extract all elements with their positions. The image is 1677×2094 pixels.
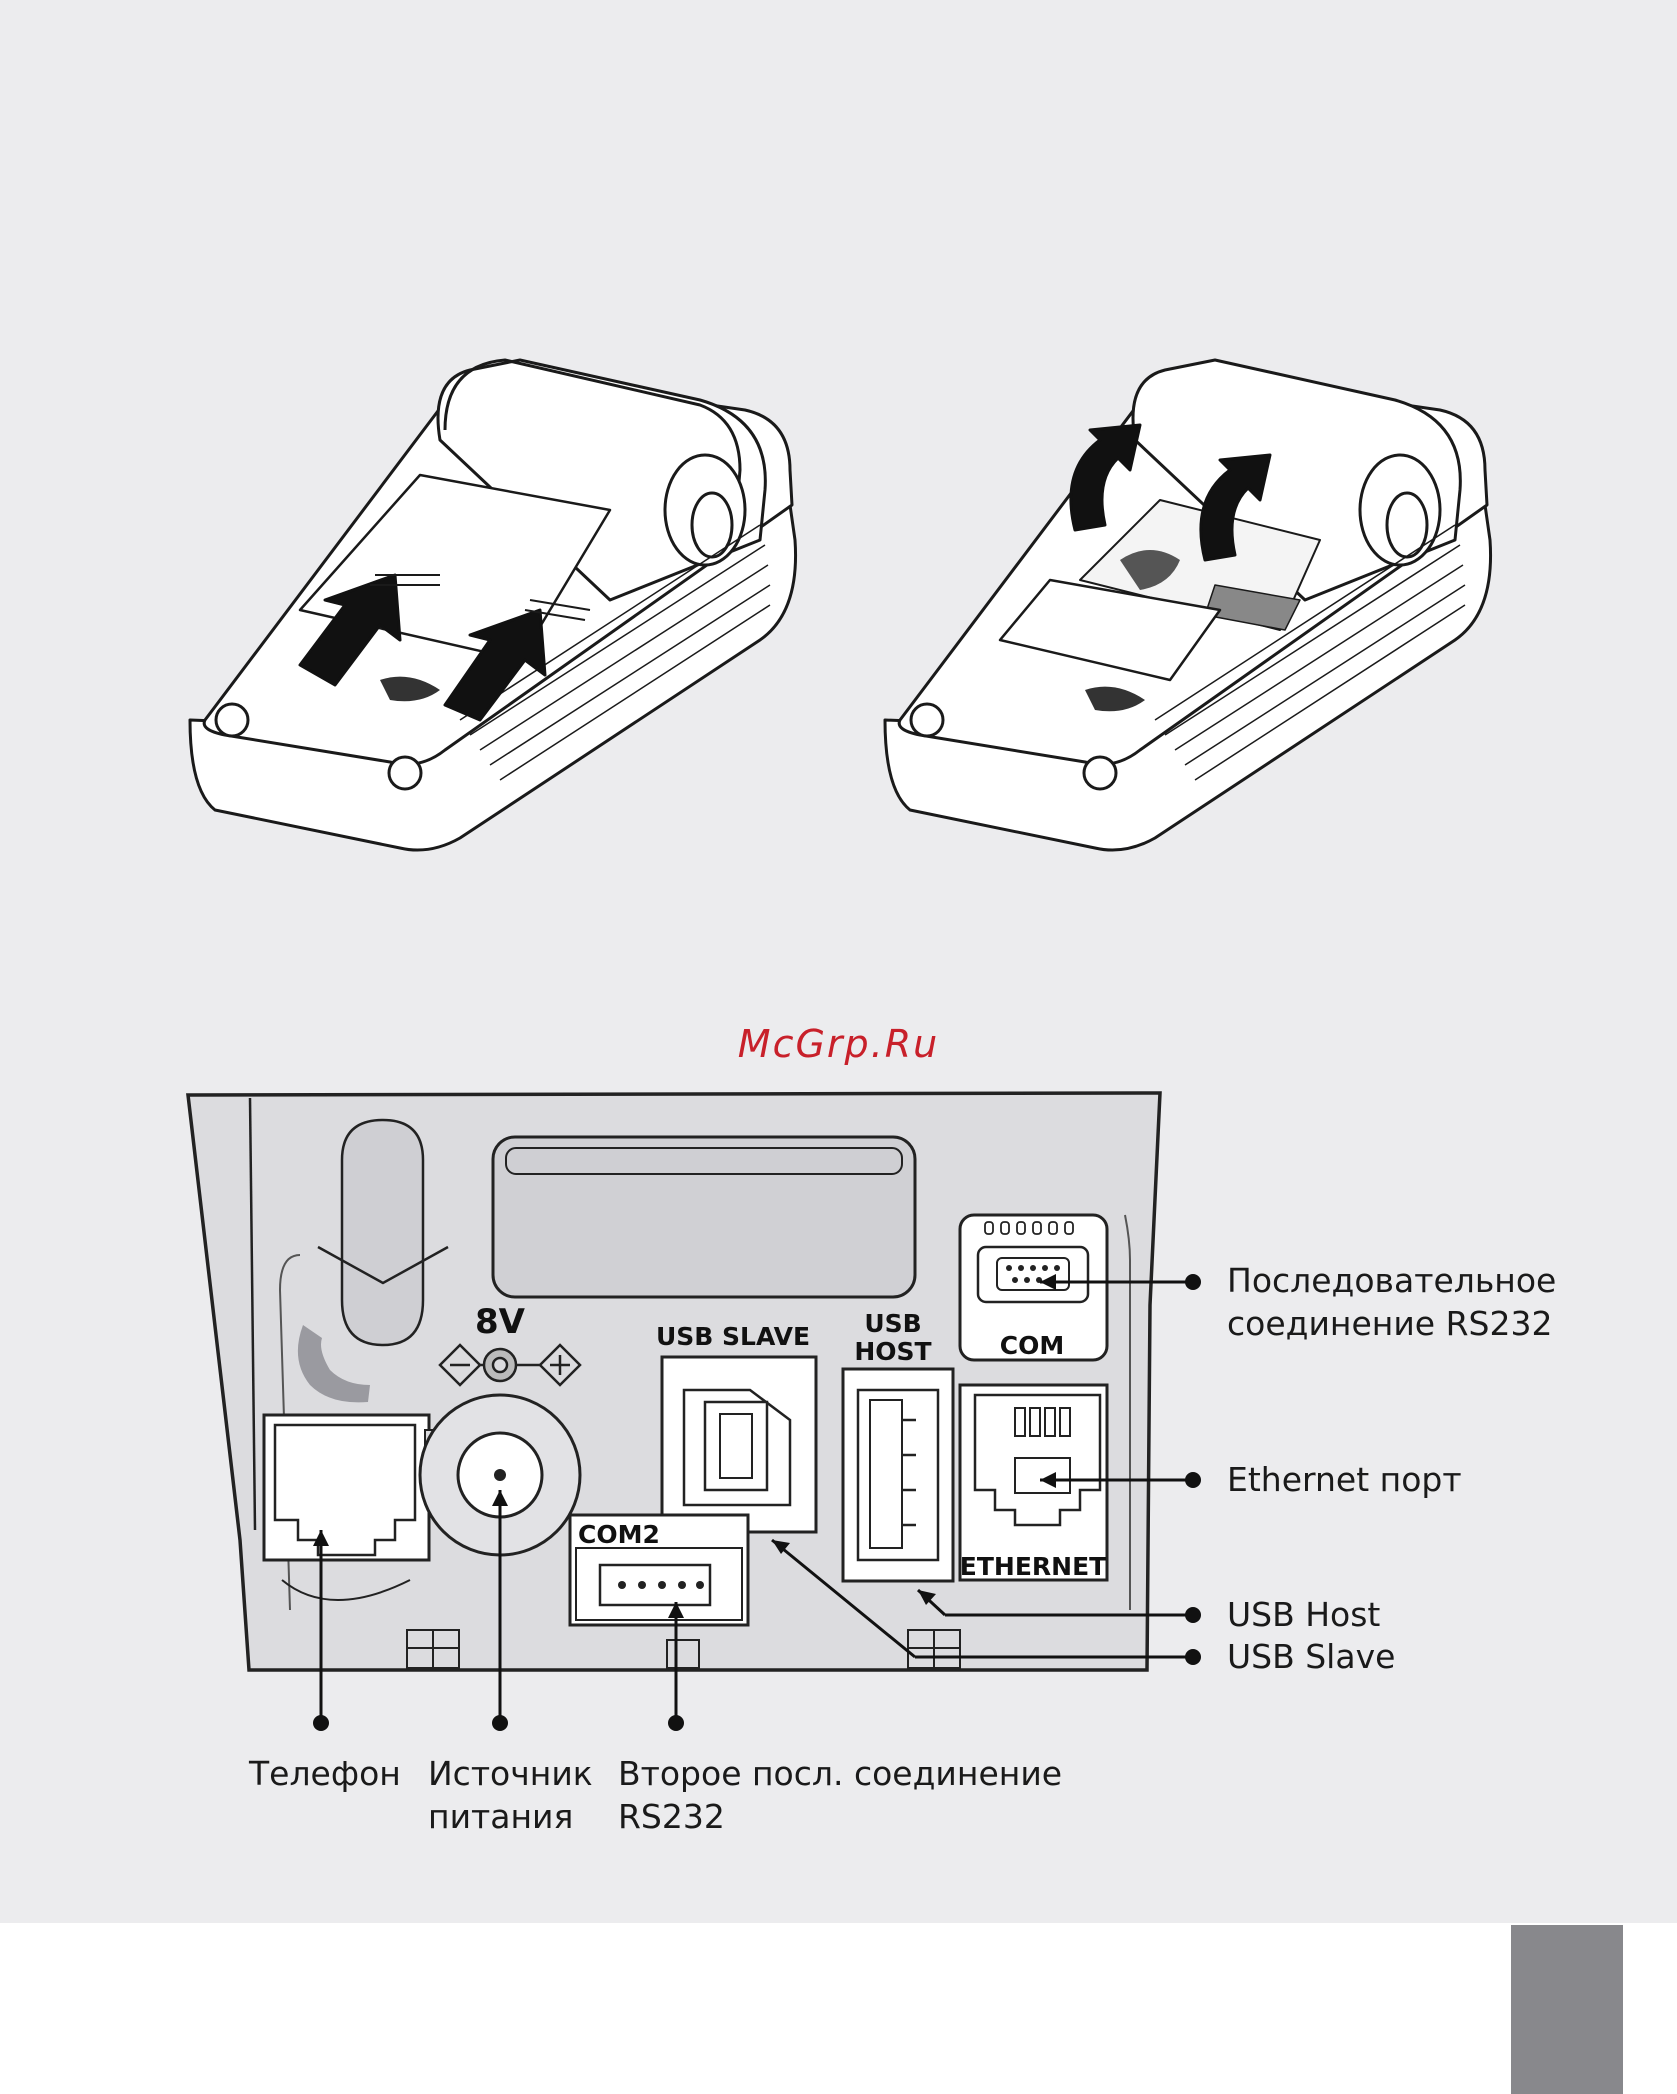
usb-slave-port bbox=[662, 1357, 816, 1532]
watermark: McGrp.Ru bbox=[0, 1022, 1677, 1066]
ethernet-port bbox=[960, 1385, 1107, 1580]
com2-callout: Второе посл. соединение RS232 bbox=[618, 1752, 1062, 1838]
usb-slave-label: USB SLAVE bbox=[656, 1322, 810, 1351]
power-callout: Источник питания bbox=[428, 1752, 593, 1838]
printer-illustrations: 8V USB SLAVE USB HOST COM COM2 ETHERNET bbox=[0, 0, 1677, 1923]
rs232-callout-line1: Последовательное bbox=[1227, 1259, 1556, 1302]
usb-slave-callout: USB Slave bbox=[1227, 1635, 1395, 1678]
usb-host-label-line2: HOST bbox=[854, 1337, 931, 1366]
rs232-callout-line2: соединение RS232 bbox=[1227, 1302, 1556, 1345]
polarity-icon bbox=[440, 1345, 580, 1385]
rs232-callout: Последовательное соединение RS232 bbox=[1227, 1259, 1556, 1345]
com-label: COM bbox=[1000, 1331, 1064, 1360]
usb-host-label-line1: USB bbox=[864, 1309, 921, 1338]
com2-callout-line2: RS232 bbox=[618, 1795, 1062, 1838]
com2-callout-line1: Второе посл. соединение bbox=[618, 1752, 1062, 1795]
device-back-panel bbox=[188, 1093, 1160, 1670]
power-callout-line2: питания bbox=[428, 1795, 593, 1838]
ethernet-label: ETHERNET bbox=[960, 1552, 1106, 1581]
usb-host-callout: USB Host bbox=[1227, 1593, 1380, 1636]
com2-label: COM2 bbox=[578, 1520, 660, 1549]
phone-callout: Телефон bbox=[249, 1752, 401, 1795]
usb-host-port bbox=[843, 1369, 953, 1581]
voltage-label: 8V bbox=[475, 1302, 526, 1342]
power-callout-line1: Источник bbox=[428, 1752, 593, 1795]
ethernet-callout: Ethernet порт bbox=[1227, 1458, 1462, 1501]
printer-closed-illustration bbox=[190, 360, 796, 850]
printer-open-illustration bbox=[885, 360, 1491, 850]
page-edge-tab bbox=[1511, 1925, 1623, 2094]
